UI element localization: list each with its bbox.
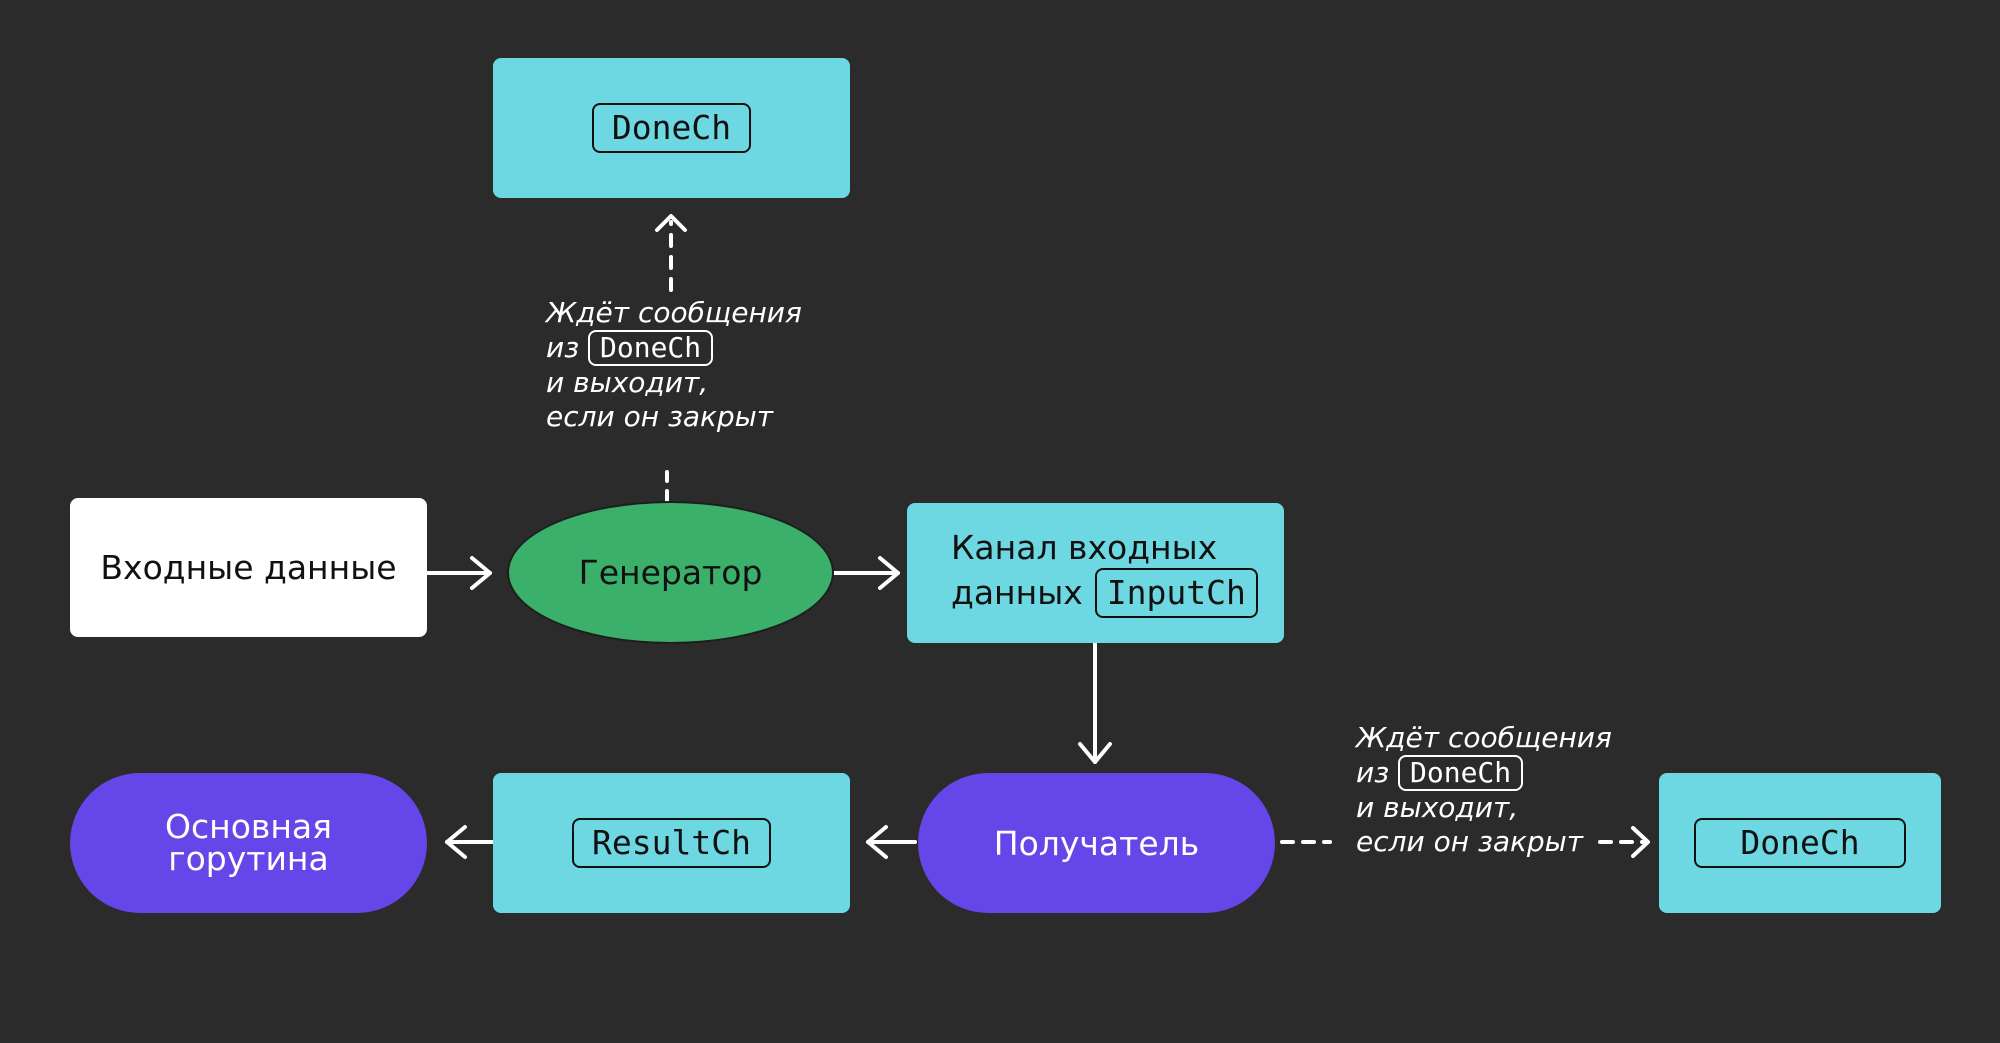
inputch-code: InputCh [1094,567,1258,619]
main-goroutine-label-line1: Основная [165,807,332,846]
arrow-inputch-to-receiver [1078,641,1112,764]
note-line-3: и выходит, [1356,791,1519,824]
generator-wait-note: Ждёт сообщения из DoneCh и выходит, если… [546,296,802,434]
input-channel-line2: данных InputCh [951,567,1258,619]
donech-top-code: DoneCh [591,102,752,154]
arrow-generator-to-inputch [832,556,900,590]
input-data-box: Входные данные [70,498,427,637]
donech-top-box: DoneCh [493,58,850,198]
note-line-1: Ждёт сообщения [1356,721,1612,754]
note-donech-code: DoneCh [1398,755,1524,791]
note-line-3: и выходит, [546,366,709,399]
arrow-receiver-to-resultch [866,825,917,859]
note-line-4: если он закрыт [546,400,774,433]
note-prefix: из [546,331,580,364]
arrow-input-to-generator [426,556,492,590]
note-line-4: если он закрыт [1356,825,1584,858]
note-line-2: из DoneCh [1356,755,1612,791]
resultch-code: ResultCh [572,817,771,869]
note-donech-code: DoneCh [588,330,714,366]
input-channel-box: Канал входных данных InputCh [907,503,1284,643]
input-channel-label-line1: Канал входных [951,527,1218,567]
input-channel-label-line2: данных [951,573,1083,613]
arrow-resultch-to-main [445,825,494,859]
donech-right-code: DoneCh [1694,817,1906,869]
input-data-label: Входные данные [100,548,397,587]
generator-node: Генератор [507,501,834,644]
receiver-node: Получатель [918,773,1275,913]
generator-label: Генератор [578,553,763,592]
dashed-arrow-receiver-to-donech [1280,826,1650,858]
result-channel-box: ResultCh [493,773,850,913]
dashed-arrow-generator-to-donech [655,214,687,502]
receiver-wait-note: Ждёт сообщения из DoneCh и выходит, если… [1356,721,1612,859]
receiver-label: Получатель [993,823,1200,863]
note-line-2: из DoneCh [546,330,802,366]
note-prefix: из [1356,756,1390,789]
main-goroutine-node: Основная горутина [70,773,427,913]
donech-right-box: DoneCh [1659,773,1941,913]
note-line-1: Ждёт сообщения [546,296,802,329]
main-goroutine-label-line2: горутина [168,839,329,878]
